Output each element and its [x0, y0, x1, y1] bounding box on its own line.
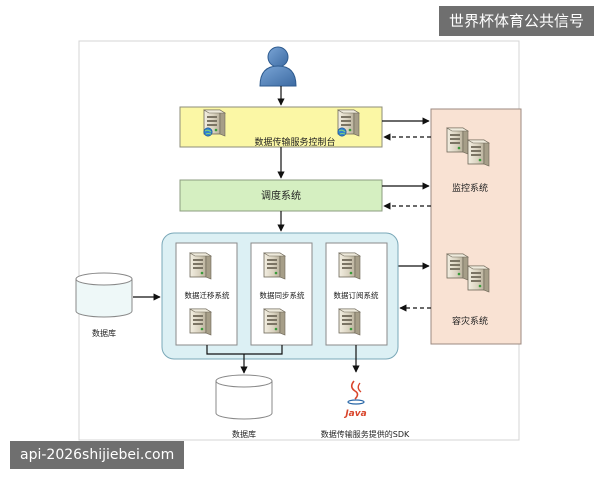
- services-container: 数据迁移系统 数据同步系统 数据订阅系统: [161, 232, 399, 360]
- console-box: 数据传输服务控制台: [179, 106, 383, 148]
- console-label: 数据传输服务控制台: [254, 136, 335, 148]
- database-bottom: 数据库: [215, 374, 273, 439]
- right-panel: 监控系统 容灾系统: [430, 108, 522, 345]
- user-icon: [259, 46, 297, 87]
- database-left: 数据库: [75, 272, 133, 338]
- migration-system: 数据迁移系统: [175, 242, 238, 346]
- watermark-top-right: 世界杯体育公共信号: [438, 6, 594, 36]
- database-bottom-label: 数据库: [232, 429, 256, 439]
- database-left-label: 数据库: [92, 328, 116, 338]
- watermark-bottom-left: api-2026shijiebei.com: [10, 441, 185, 469]
- subscribe-label: 数据订阅系统: [334, 290, 379, 300]
- sdk-label: 数据传输服务提供的SDK: [321, 429, 410, 439]
- subscribe-system: 数据订阅系统: [325, 242, 388, 346]
- java-logo: Java: [343, 380, 367, 419]
- java-text: Java: [343, 409, 366, 419]
- scheduler-box: 调度系统: [179, 179, 383, 212]
- migration-label: 数据迁移系统: [185, 290, 230, 300]
- sync-label: 数据同步系统: [260, 290, 305, 300]
- scheduler-label: 调度系统: [261, 189, 301, 202]
- sync-system: 数据同步系统: [250, 242, 313, 346]
- disaster-label: 容灾系统: [452, 315, 488, 327]
- monitor-label: 监控系统: [452, 182, 488, 194]
